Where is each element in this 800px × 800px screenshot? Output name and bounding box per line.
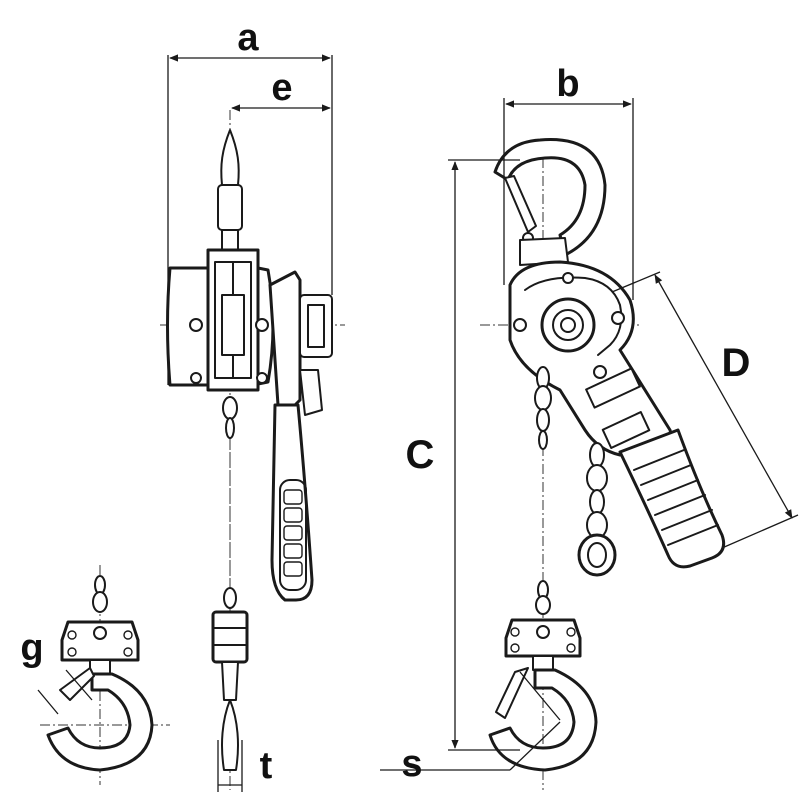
side-view [160,110,345,790]
dimension-t [217,740,243,792]
dimension-label-b: b [556,63,579,105]
dimension-C [448,159,520,751]
dimension-D [611,271,799,549]
dimension-label-s: s [401,743,422,785]
dimension-a [167,54,333,385]
front-view [480,138,726,790]
dimension-label-a: a [237,17,259,59]
dimension-label-D: D [722,341,751,385]
dimension-label-C: C [406,433,435,477]
hook-detail-view [37,565,170,785]
dimension-label-t: t [260,745,273,787]
dimension-s [380,721,561,771]
dimension-label-e: e [271,67,292,109]
dimension-label-g: g [20,627,43,669]
dimension-b [503,98,634,300]
